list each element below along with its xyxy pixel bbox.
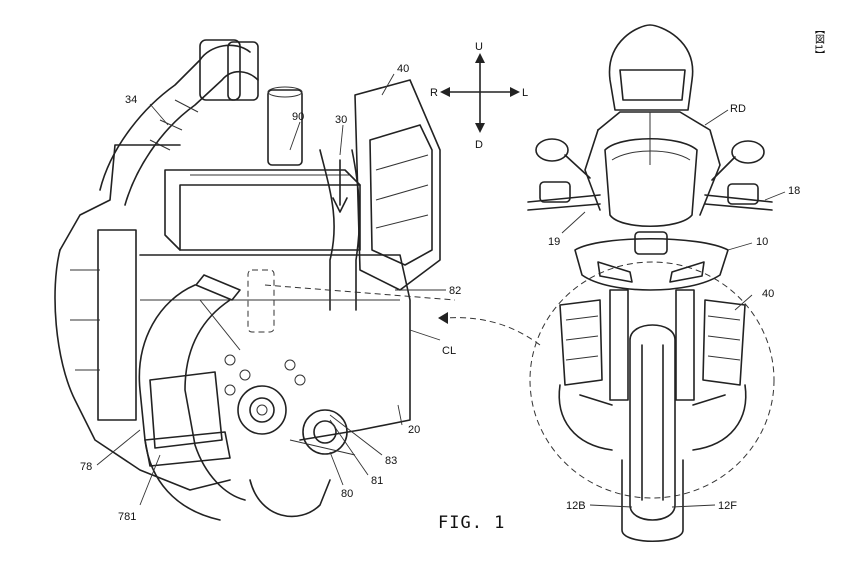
ref-90: 90 [292,111,304,123]
engine-assembly-detail [54,39,456,521]
ref-RD: RD [730,103,746,115]
direction-down-label: D [475,139,483,151]
figure-caption: FIG. 1 [438,513,505,533]
ref-82: 82 [449,285,461,297]
ref-81: 81 [371,475,383,487]
direction-indicator [440,53,520,133]
ref-83: 83 [385,455,397,467]
ref-20: 20 [408,424,420,436]
ref-12F: 12F [718,500,737,512]
ref-40-left: 40 [397,63,409,75]
ref-CL: CL [442,345,456,357]
ref-12B: 12B [566,500,586,512]
reference-arrow [444,317,541,346]
ref-40-right: 40 [762,288,774,300]
ref-34: 34 [125,94,137,106]
ref-78: 78 [80,461,92,473]
ref-781: 781 [118,511,136,523]
figure-tag: 【図1】 [813,24,825,60]
motorcycle-front-view [527,24,786,543]
ref-30: 30 [335,114,347,126]
reference-arrowhead [438,312,448,324]
direction-right-label: R [430,87,438,99]
ref-10: 10 [756,236,768,248]
ref-18: 18 [788,185,800,197]
direction-left-label: L [522,87,528,99]
ref-80: 80 [341,488,353,500]
ref-19: 19 [548,236,560,248]
direction-up-label: U [475,41,483,53]
